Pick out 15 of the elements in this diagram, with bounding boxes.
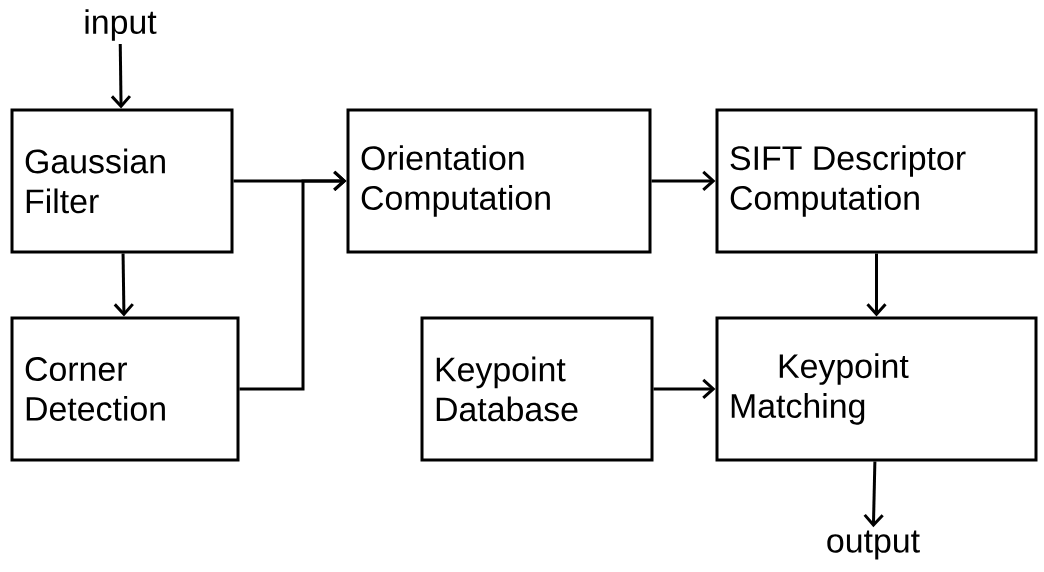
io-label: output xyxy=(827,530,920,560)
process-box: Keypoint Database xyxy=(420,316,654,462)
process-box: Keypoint Matching xyxy=(715,316,1038,462)
arrow xyxy=(239,170,347,391)
arrow xyxy=(113,253,134,317)
process-box: Orientation Computation xyxy=(346,108,652,254)
process-box: SIFT Descriptor Computation xyxy=(715,108,1038,254)
process-box: Gaussian Filter xyxy=(10,108,234,254)
arrow xyxy=(653,378,716,400)
arrow xyxy=(866,253,887,317)
arrow xyxy=(863,461,884,528)
arrow xyxy=(110,43,132,109)
arrow xyxy=(651,170,716,192)
io-label: input xyxy=(85,9,157,41)
process-box: Corner Detection xyxy=(10,316,240,462)
